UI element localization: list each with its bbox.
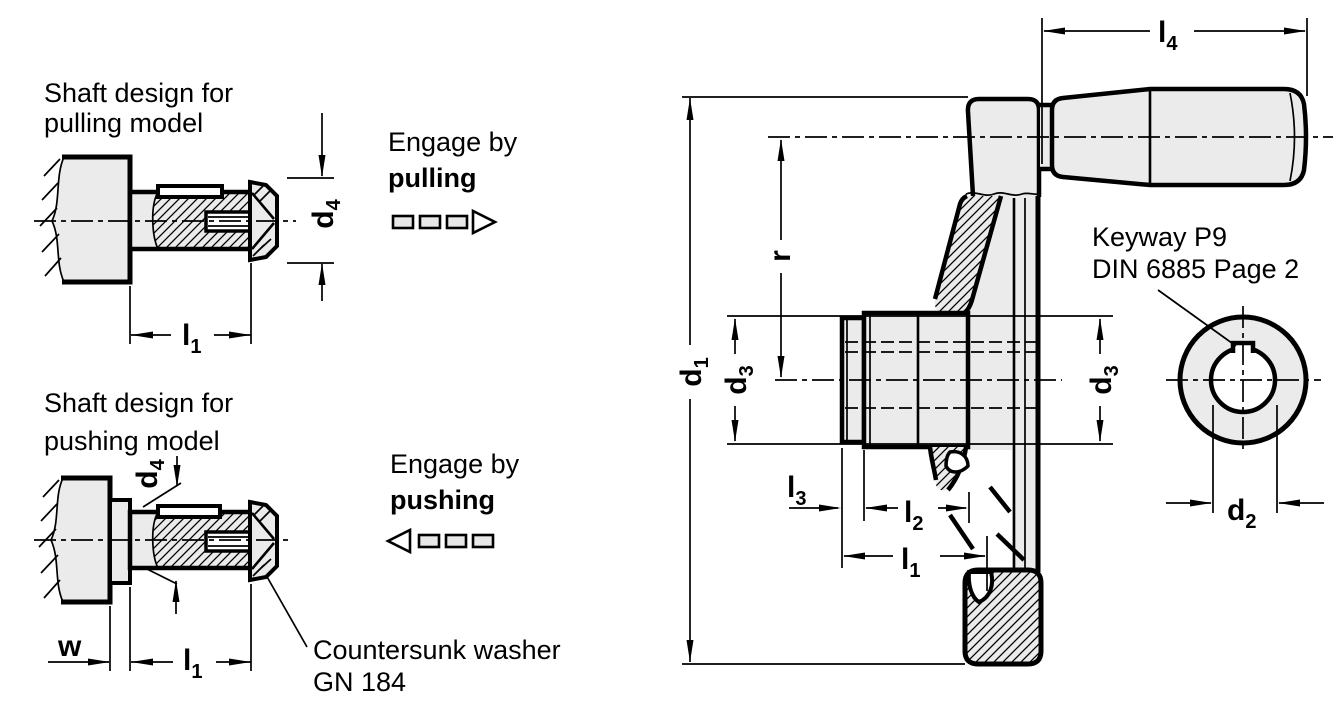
engage-pulling-line2: pulling [388, 163, 476, 193]
dim-d3-left: d3 [720, 318, 758, 442]
bore-hidden-lines [845, 341, 1036, 409]
spoke-section [934, 196, 1001, 313]
shaft-body [52, 157, 130, 282]
svg-text:d3: d3 [1085, 365, 1123, 394]
dashed-arrow-left-icon [385, 527, 495, 555]
dim-l1-pushing: l1 [131, 584, 252, 683]
washer-note-line1: Countersunk washer [313, 635, 561, 665]
svg-text:d1: d1 [675, 357, 713, 386]
svg-text:l1: l1 [183, 644, 202, 683]
svg-text:d3: d3 [720, 365, 758, 394]
pushing-title-line2: pushing model [44, 426, 220, 456]
washer-note-line2: GN 184 [313, 667, 406, 697]
svg-text:r: r [764, 250, 797, 262]
keyway-note-line1: Keyway P9 [1092, 222, 1227, 252]
dim-w: w [48, 587, 131, 671]
keyway-leader-line [1157, 289, 1237, 347]
key [156, 504, 222, 519]
svg-text:l1: l1 [901, 543, 920, 582]
pushing-shaft-view: Shaft design for pushing model d4 [34, 388, 308, 683]
engage-pulling-note: Engage by pulling [388, 127, 518, 236]
svg-text:l1: l1 [182, 319, 201, 358]
washer-note: Countersunk washer GN 184 [313, 635, 561, 697]
svg-text:d2: d2 [1227, 494, 1256, 533]
engage-pushing-line1: Engage by [390, 449, 520, 479]
dim-l2: l2 [865, 496, 968, 535]
dim-d1: d1 [675, 98, 713, 662]
engage-pulling-line1: Engage by [388, 127, 518, 157]
hidden-spoke-edge [948, 485, 1026, 562]
svg-text:d4: d4 [307, 198, 345, 228]
washer-leader-line [265, 574, 308, 648]
engage-pushing-line2: pushing [390, 485, 495, 515]
engage-pushing-note: Engage by pushing [385, 449, 520, 555]
dim-d3-right: d3 [1085, 318, 1123, 442]
keyway-note: Keyway P9 DIN 6885 Page 2 [1092, 222, 1299, 284]
svg-text:l3: l3 [787, 471, 806, 510]
svg-text:w: w [57, 630, 82, 663]
dim-d4-pushing: d4 [131, 456, 182, 614]
spacer-washer [108, 498, 132, 585]
dim-l3: l3 [787, 471, 841, 512]
pulling-shaft-view: Shaft design for pulling model d4 [34, 78, 345, 358]
handle-boss [967, 98, 1040, 198]
dim-d4-pulling: d4 [287, 113, 345, 301]
dashed-arrow-right-icon [391, 208, 498, 236]
svg-text:d4: d4 [131, 458, 169, 488]
dim-l1-main: l1 [843, 543, 986, 582]
handwheel-section-view: d1 r d3 d3 l4 [675, 16, 1333, 667]
pulling-title-line1: Shaft design for [44, 78, 233, 108]
dim-l1-pulling: l1 [129, 263, 252, 358]
svg-text:l2: l2 [904, 496, 923, 535]
pulling-title-line2: pulling model [44, 108, 203, 138]
key [156, 184, 224, 199]
pushing-title-line1: Shaft design for [44, 388, 233, 418]
tapped-hole [204, 530, 254, 553]
keyway-end-view: d2 [1157, 289, 1324, 533]
dim-l4: l4 [1043, 16, 1306, 55]
dim-r: r [764, 139, 797, 378]
keyway-note-line2: DIN 6885 Page 2 [1092, 254, 1299, 284]
dim-d2: d2 [1166, 405, 1324, 533]
svg-text:l4: l4 [1158, 16, 1178, 55]
